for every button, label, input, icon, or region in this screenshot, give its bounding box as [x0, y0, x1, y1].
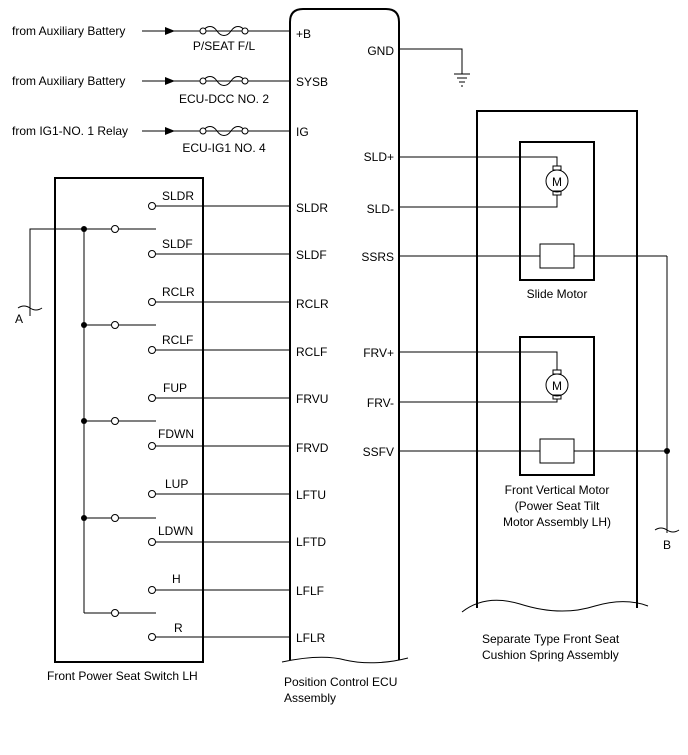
switch-contact [148, 250, 156, 258]
ecu-terminal-label: LFTD [296, 535, 326, 549]
switch-contact [148, 346, 156, 354]
fuse-icon [202, 126, 246, 136]
arrow-icon [165, 127, 175, 135]
switch-arm [81, 321, 156, 329]
switch-contact-label: LDWN [158, 524, 193, 538]
ecu-terminal-label: SLD- [367, 202, 394, 216]
supply-ig: from IG1-NO. 1 Relay ECU-IG1 NO. 4 IG [12, 124, 309, 155]
vertical-motor-label: Front Vertical Motor [505, 483, 610, 497]
ecu-terminal-label: FRV- [367, 396, 394, 410]
ecu-terminal-label: SSFV [363, 445, 394, 459]
switch-contact [148, 633, 156, 641]
fuse-label: ECU-DCC NO. 2 [179, 92, 269, 106]
slide-motor: M Slide Motor [399, 141, 667, 301]
supply-source-label: from IG1-NO. 1 Relay [12, 124, 128, 138]
switch-arm [84, 609, 156, 617]
motor-icon [545, 373, 569, 397]
switch-contact-label: SLDR [162, 189, 194, 203]
switch-arm [81, 225, 156, 233]
slide-motor-outline [519, 141, 595, 281]
ecu-outline [289, 8, 400, 660]
ecu-terminal-label: SSRS [361, 250, 394, 264]
supply-source-label: from Auxiliary Battery [12, 24, 125, 38]
ecu-break-line [281, 656, 409, 664]
switch-contact [148, 202, 156, 210]
switch-contact [148, 298, 156, 306]
cushion-label: Separate Type Front Seat [482, 632, 620, 646]
ecu-terminal-label: LFLF [296, 584, 324, 598]
front-vertical-motor: M Front Vertical Motor (Power Seat Tilt … [399, 336, 667, 529]
switch-contact [148, 586, 156, 594]
position-control-ecu: Position Control ECU Assembly GND SLDR S… [281, 8, 470, 705]
switch-contact-label: R [174, 621, 183, 635]
ecu-terminal-label: RCLF [296, 345, 327, 359]
ecu-terminal-label: FRV+ [363, 346, 394, 360]
arrow-icon [165, 77, 175, 85]
ecu-terminal-label: SYSB [296, 75, 328, 89]
motor-icon [545, 169, 569, 193]
switch-contact-label: FDWN [158, 427, 194, 441]
switch-label: Front Power Seat Switch LH [47, 669, 198, 683]
ecu-terminal-label: IG [296, 125, 309, 139]
slide-motor-label: Slide Motor [527, 287, 588, 301]
arrow-icon [165, 27, 175, 35]
motor-symbol: M [552, 379, 562, 393]
supply-source-label: from Auxiliary Battery [12, 74, 125, 88]
switch-outline [54, 177, 204, 663]
ecu-terminal-label: LFTU [296, 488, 326, 502]
cushion-outline [476, 110, 638, 608]
switch-contact-label: H [172, 572, 181, 586]
fuse-label: P/SEAT F/L [193, 39, 256, 53]
supply-sysb: from Auxiliary Battery ECU-DCC NO. 2 SYS… [12, 74, 328, 106]
ecu-terminal-label: FRVD [296, 441, 329, 455]
vertical-sensor-icon [539, 438, 575, 464]
cushion-spring-assembly: Separate Type Front Seat Cushion Spring … [399, 110, 680, 662]
ecu-terminal-label: +B [296, 27, 311, 41]
switch-contact [148, 490, 156, 498]
connector-label-a: A [15, 312, 23, 326]
supply-plus-b: from Auxiliary Battery P/SEAT F/L +B [12, 24, 311, 53]
connector-break [17, 305, 43, 311]
vertical-motor-outline [519, 336, 595, 476]
fuse-icon [202, 76, 246, 86]
slide-sensor-icon [539, 243, 575, 269]
switch-arm [81, 514, 156, 522]
connector-label-b: B [663, 538, 671, 552]
ecu-label: Assembly [284, 691, 336, 705]
ecu-label: Position Control ECU [284, 675, 397, 689]
fuse-label: ECU-IG1 NO. 4 [182, 141, 266, 155]
fuse-icon [202, 26, 246, 36]
gnd-terminal-label: GND [367, 44, 394, 58]
junction-dot [664, 448, 670, 454]
ecu-terminal-label: SLD+ [364, 150, 394, 164]
switch-contact [148, 538, 156, 546]
switch-contact [148, 442, 156, 450]
switch-contact [148, 394, 156, 402]
switch-contact-label: RCLF [162, 333, 193, 347]
switch-contact-label: RCLR [162, 285, 195, 299]
ecu-terminal-label: LFLR [296, 631, 326, 645]
vertical-motor-label: Motor Assembly LH) [503, 515, 611, 529]
cushion-break-line [461, 599, 649, 613]
ground-icon [454, 73, 470, 87]
vertical-motor-label: (Power Seat Tilt [515, 499, 600, 513]
switch-contact-label: LUP [165, 477, 188, 491]
switch-contact-label: FUP [163, 381, 187, 395]
connector-break [654, 527, 680, 533]
front-power-seat-switch: Front Power Seat Switch LH SLDR SLDF RCL… [15, 177, 290, 683]
ecu-terminal-label: RCLR [296, 297, 329, 311]
ecu-terminal-label: SLDF [296, 248, 327, 262]
ecu-terminal-label: SLDR [296, 201, 328, 215]
motor-symbol: M [552, 175, 562, 189]
switch-contact-label: SLDF [162, 237, 193, 251]
switch-arm [81, 417, 156, 425]
cushion-label: Cushion Spring Assembly [482, 648, 619, 662]
ecu-terminal-label: FRVU [296, 392, 328, 406]
